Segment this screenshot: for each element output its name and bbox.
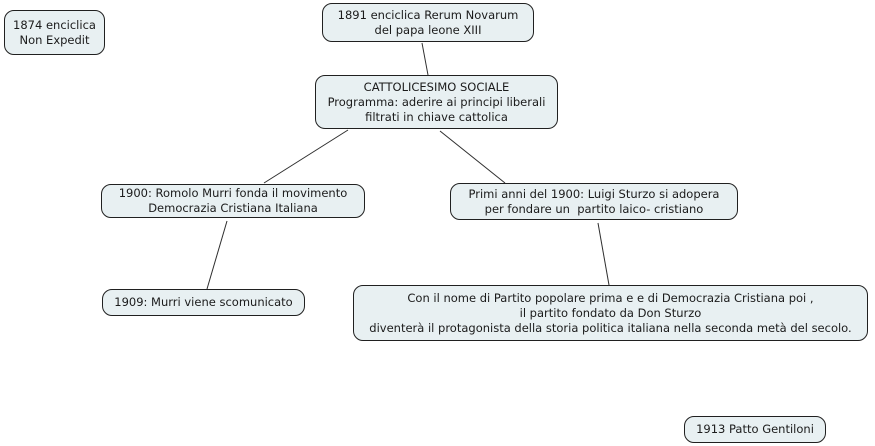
- node-murri-1909[interactable]: 1909: Murri viene scomunicato: [102, 289, 305, 316]
- node-sturzo-1900[interactable]: Primi anni del 1900: Luigi Sturzo si ado…: [450, 183, 738, 220]
- node-murri-1900[interactable]: 1900: Romolo Murri fonda il movimento De…: [101, 184, 365, 218]
- node-enciclica-1891[interactable]: 1891 enciclica Rerum Novarum del papa le…: [322, 3, 534, 42]
- connector-1891-to-cattolicesimo: [421, 42, 429, 76]
- node-patto-gentiloni-1913[interactable]: 1913 Patto Gentiloni: [684, 416, 826, 443]
- node-cattolicesimo-sociale[interactable]: CATTOLICESIMO SOCIALE Programma: aderire…: [315, 75, 558, 129]
- connector-sturzo-to-partito: [597, 222, 610, 286]
- connector-cattolicesimo-to-sturzo: [439, 130, 506, 184]
- connector-cattolicesimo-to-murri: [263, 129, 349, 184]
- connector-murri-to-scomunica: [206, 220, 228, 290]
- node-partito-popolare[interactable]: Con il nome di Partito popolare prima e …: [353, 285, 868, 341]
- node-enciclica-1874[interactable]: 1874 enciclica Non Expedit: [4, 10, 105, 55]
